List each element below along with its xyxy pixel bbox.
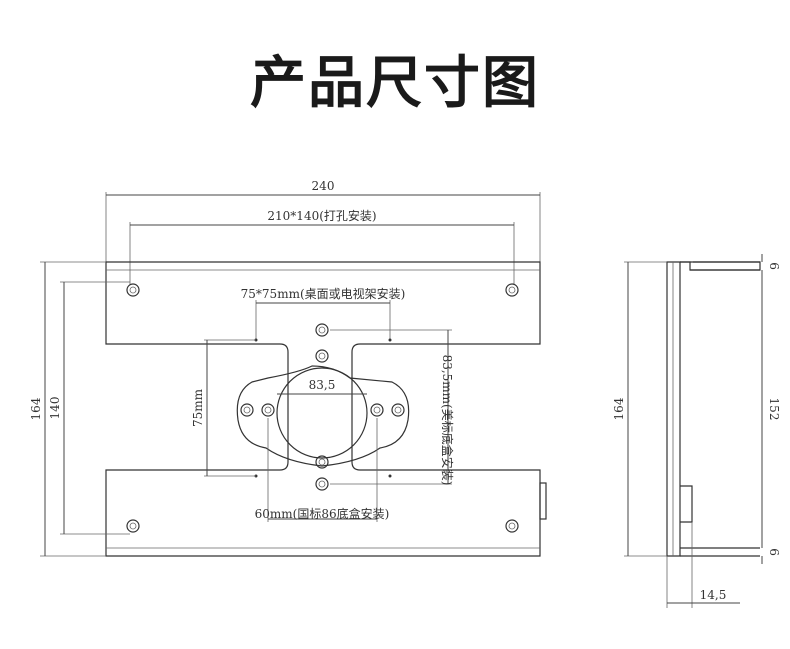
dim-83-5mm: 83,5mm(美标底盒安装) xyxy=(440,355,455,486)
dim-83-5-diameter: 83,5 xyxy=(309,378,336,392)
central-cutout xyxy=(236,365,410,467)
dim-140: 140 xyxy=(48,397,62,420)
side-tab xyxy=(539,482,547,520)
center-circle xyxy=(276,367,368,459)
dim-6-top: 6 xyxy=(767,262,781,270)
dim-14-5: 14,5 xyxy=(700,588,727,602)
dim-60mm: 60mm(国标86底盒安装) xyxy=(255,506,390,521)
plate-outline xyxy=(105,261,541,557)
dim-164-side: 164 xyxy=(612,397,626,420)
corner-holes xyxy=(126,283,519,533)
dim-164-left: 164 xyxy=(29,397,43,420)
dim-75mm: 75mm xyxy=(191,388,205,427)
dim-6-bottom: 6 xyxy=(767,548,781,556)
page-title: 产品尺寸图 xyxy=(250,51,540,116)
dim-240: 240 xyxy=(312,179,335,193)
dim-210x140: 210*140(打孔安装) xyxy=(267,208,376,223)
dim-75x75: 75*75mm(桌面或电视架安装) xyxy=(241,286,406,301)
dim-152: 152 xyxy=(767,398,781,421)
front-view: 240 210*140(打孔安装) 75*75mm(桌面或电视架安装) xyxy=(29,179,547,557)
side-view: 164 152 6 6 14,5 xyxy=(612,254,781,608)
side-profile xyxy=(666,261,681,557)
